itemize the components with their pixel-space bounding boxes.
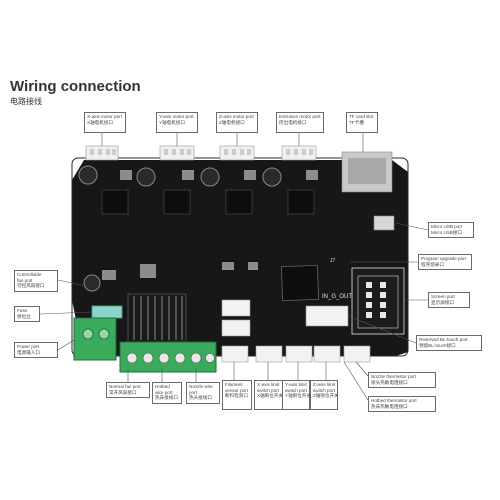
- callout-e-motor: Extrusion motor port 挤出电机接口: [276, 112, 324, 133]
- power-terminal: [73, 317, 117, 361]
- callout-bltouch: Reserved BL-touch port 预留BL-touch接口: [416, 335, 482, 351]
- callout-y-motor: Y-axis motor port Y轴电机接口: [156, 112, 198, 133]
- motor-headers: [85, 145, 317, 161]
- page-title: Wiring connection: [10, 78, 141, 95]
- callout-controllable-fan: Controllable fan port 可控风扇接口: [14, 270, 58, 292]
- screen-header: [351, 267, 405, 335]
- callout-fuse: Fuse 保险丝: [14, 306, 40, 322]
- silk-j7: J7: [330, 258, 336, 264]
- callout-y-limit: Y-axis limit switch port Y轴限位开关口: [282, 380, 310, 410]
- heatsink: [127, 293, 187, 343]
- silk-in-g-out: IN_G_OUT: [322, 294, 352, 300]
- callout-x-limit: X-axis limit switch port X轴限位开关口: [254, 380, 284, 410]
- bltouch-header: [305, 305, 349, 327]
- callout-nozzle-thermistor: Nozzle thermistor port 喷头热敏电阻接口: [368, 372, 436, 388]
- callout-nozzle-wire: Nozzle wire port 热头接线口: [186, 382, 220, 404]
- callout-hotbed-wire: Hotbed wire port 热床接线口: [152, 382, 182, 404]
- callout-micro-usb: Micro USB port Micro USB接口: [428, 222, 474, 238]
- callout-hotbed-thermistor: Hotbed thermistor port 热床热敏电阻接口: [368, 396, 436, 412]
- fuse-component: [91, 305, 123, 319]
- capacitors: [78, 165, 282, 292]
- callout-normal-fan: Normal fan port 常开风扇接口: [106, 382, 150, 398]
- page-subtitle: 电路接线: [10, 97, 42, 106]
- mcu-chip: [281, 264, 319, 302]
- callout-power: Power port 电源输入口: [14, 342, 58, 358]
- bottom-headers: [221, 299, 371, 363]
- callout-program-upgrade: Program upgrade port 程序烧录口: [418, 254, 472, 270]
- micro-usb-connector: [373, 215, 395, 231]
- callout-z-limit: Z-axis limit switch port Z轴限位开关口: [310, 380, 338, 410]
- leader-lines: [39, 133, 429, 401]
- callout-x-motor: X-axis motor port X轴电机接口: [84, 112, 126, 133]
- callout-tf-card: TF card slot TF卡槽: [346, 112, 378, 133]
- callout-filament-sensor: Filament sensor port 断料检测口: [222, 380, 252, 410]
- wire-terminals: [119, 341, 217, 373]
- callout-z-motor: Z-axis motor port Z轴电机接口: [216, 112, 258, 133]
- callout-screen: Screen port 显示屏接口: [428, 292, 470, 308]
- stepper-drivers: [101, 189, 315, 215]
